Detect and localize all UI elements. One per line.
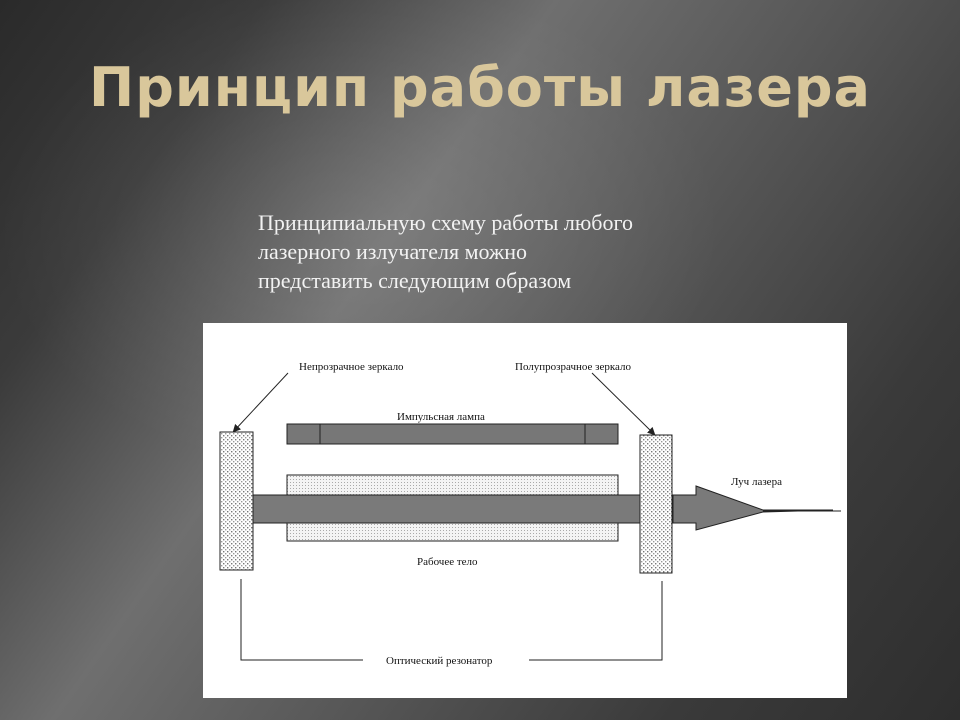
semi-mirror-pointer (591, 372, 656, 436)
label-opaque-mirror: Непрозрачное зеркало (299, 361, 404, 373)
intro-text: Принципиальную схему работы любого лазер… (258, 208, 738, 295)
laser-diagram: Непрозрачное зеркало Полупрозрачное зерк… (203, 323, 847, 698)
intro-line-1: Принципиальную схему работы любого (258, 210, 633, 235)
semi-transparent-mirror (639, 434, 673, 574)
label-pulse-lamp: Импульсная лампа (397, 411, 485, 423)
intro-line-2: лазерного излучателя можно (258, 239, 527, 264)
resonator-bracket (240, 579, 663, 661)
label-semi-mirror: Полупрозрачное зеркало (515, 361, 632, 373)
opaque-mirror (219, 431, 254, 571)
laser-diagram-svg: Непрозрачное зеркало Полупрозрачное зерк… (219, 361, 841, 667)
slide-title: Принцип работы лазера (89, 56, 871, 119)
label-laser-beam: Луч лазера (731, 476, 782, 488)
pulse-lamp (286, 423, 619, 445)
label-working-body: Рабочее тело (417, 556, 478, 568)
intro-line-3: представить следующим образом (258, 268, 572, 293)
label-resonator: Оптический резонатор (386, 655, 493, 667)
opaque-mirror-pointer (232, 372, 289, 433)
